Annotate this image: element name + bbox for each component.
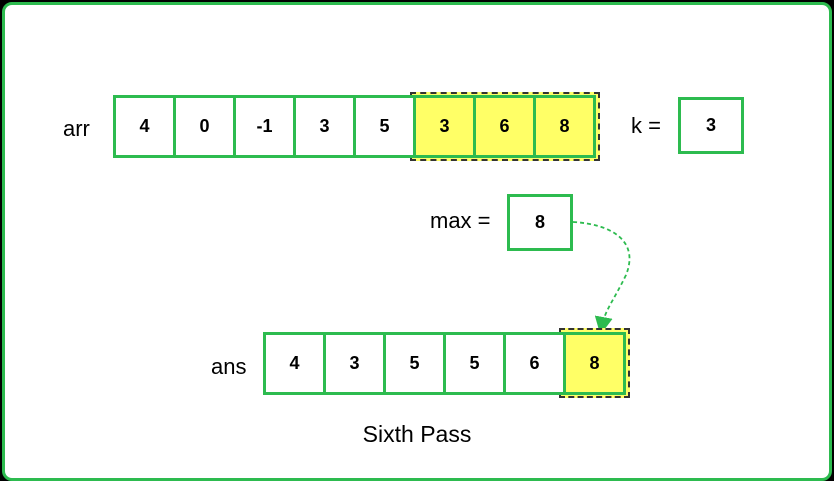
arr-cell-window: 3 [413, 95, 476, 158]
ans-cell: 3 [323, 332, 386, 395]
arr-cell: 4 [113, 95, 176, 158]
ans-cell: 5 [383, 332, 446, 395]
arr-row: 4 0 -1 3 5 3 6 8 [113, 95, 596, 158]
arr-cell-window: 8 [533, 95, 596, 158]
ans-cell: 4 [263, 332, 326, 395]
ans-cell: 6 [503, 332, 566, 395]
ans-label: ans [211, 354, 247, 379]
k-value-box: 3 [678, 97, 744, 154]
arr-label: arr [63, 116, 90, 141]
max-label: max = [430, 208, 491, 233]
ans-cell: 5 [443, 332, 506, 395]
ans-cell-highlight: 8 [563, 332, 626, 395]
arr-cell: 0 [173, 95, 236, 158]
ans-row: 4 3 5 5 6 8 [263, 332, 626, 395]
max-value-box: 8 [507, 194, 573, 251]
k-label: k = [631, 113, 661, 138]
arr-cell: 5 [353, 95, 416, 158]
caption: Sixth Pass [362, 421, 472, 447]
